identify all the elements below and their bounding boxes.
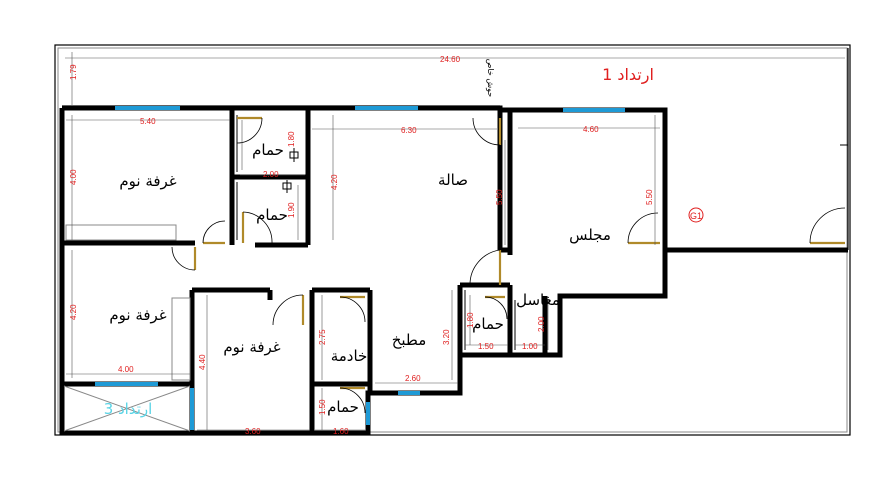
dim-kitchen-height: 3.20 bbox=[442, 329, 451, 345]
dim-hall-height: 4.20 bbox=[330, 174, 339, 190]
fixture-bath1 bbox=[289, 148, 299, 162]
room-bath-1: حمام bbox=[252, 141, 284, 159]
dim-bath1-height: 1.80 bbox=[287, 131, 296, 147]
dim-bed2-width: 4.00 bbox=[118, 365, 134, 374]
dim-maid-height: 2.75 bbox=[318, 329, 327, 345]
room-bedroom-2: غرفة نوم bbox=[109, 306, 166, 324]
door-bath4[interactable] bbox=[339, 386, 366, 414]
door-bed3[interactable] bbox=[272, 294, 305, 326]
dim-bath4-width: 1.60 bbox=[333, 427, 349, 436]
wardrobe-bed2 bbox=[171, 297, 191, 381]
room-kitchen: مطبخ bbox=[392, 331, 427, 349]
marker-label: G1 bbox=[690, 211, 702, 221]
dim-bed3-width: 3.60 bbox=[245, 427, 261, 436]
door-bed1[interactable] bbox=[202, 220, 226, 245]
door-bath2[interactable] bbox=[241, 211, 273, 244]
dim-bath1-width: 2.00 bbox=[263, 170, 279, 179]
setback-1-label: ارتداد 1 bbox=[602, 65, 654, 85]
dim-bed2-height: 4.20 bbox=[69, 304, 78, 320]
room-hall: صالة bbox=[438, 171, 468, 189]
private-fence-label: حوش خاص bbox=[486, 59, 495, 97]
site-boundary-inner bbox=[57, 47, 848, 433]
dim-bath3-height: 1.80 bbox=[466, 312, 475, 328]
setback-3-cross-b bbox=[63, 385, 191, 432]
room-bedroom-3: غرفة نوم bbox=[223, 338, 280, 356]
door-bath1[interactable] bbox=[236, 116, 263, 144]
door-hall[interactable] bbox=[472, 117, 502, 146]
dim-bath3-width: 1.50 bbox=[478, 342, 494, 351]
room-majlis: مجلس bbox=[569, 226, 611, 244]
door-entrance[interactable] bbox=[809, 207, 846, 245]
room-bath-3: حمام bbox=[472, 315, 504, 333]
room-bath-4: حمام bbox=[327, 398, 359, 416]
wardrobe-bed1 bbox=[65, 224, 177, 241]
dim-majlis-width: 4.60 bbox=[583, 125, 599, 134]
door-maid[interactable] bbox=[339, 295, 366, 323]
room-bedroom-1: غرفة نوم bbox=[119, 172, 176, 190]
door-bath3[interactable] bbox=[484, 295, 508, 320]
dim-wash-height: 2.00 bbox=[537, 316, 546, 332]
dim-kitchen-width: 2.60 bbox=[405, 374, 421, 383]
marker-circle bbox=[688, 207, 704, 223]
site-boundary bbox=[54, 44, 851, 436]
fixture-bath2 bbox=[282, 180, 292, 193]
dim-bed3-height: 4.40 bbox=[198, 354, 207, 370]
room-bath-2: حمام bbox=[256, 206, 288, 224]
room-washroom: مغاسل bbox=[516, 291, 560, 309]
dim-bath4-height: 1.50 bbox=[318, 399, 327, 415]
dim-bath2-height: 1.90 bbox=[287, 202, 296, 218]
room-maid: خادمة bbox=[331, 347, 368, 365]
setback-3-label: ارتداد 3 bbox=[104, 400, 153, 418]
dim-left-top: 1.79 bbox=[69, 64, 78, 80]
dim-hall-width: 6.30 bbox=[401, 126, 417, 135]
door-hall-lower[interactable] bbox=[469, 249, 502, 286]
dim-bed1-width: 5.40 bbox=[140, 117, 156, 126]
door-majlis[interactable] bbox=[627, 212, 660, 245]
dim-majlis-height: 5.50 bbox=[645, 189, 654, 205]
dim-hall-right: 5.50 bbox=[495, 189, 504, 205]
dimension-lines bbox=[65, 52, 845, 431]
door-bed2[interactable] bbox=[171, 246, 197, 271]
dim-top-total: 24.60 bbox=[440, 55, 461, 64]
dim-bed1-height: 4.00 bbox=[69, 169, 78, 185]
dim-wash-width: 1.00 bbox=[522, 342, 538, 351]
